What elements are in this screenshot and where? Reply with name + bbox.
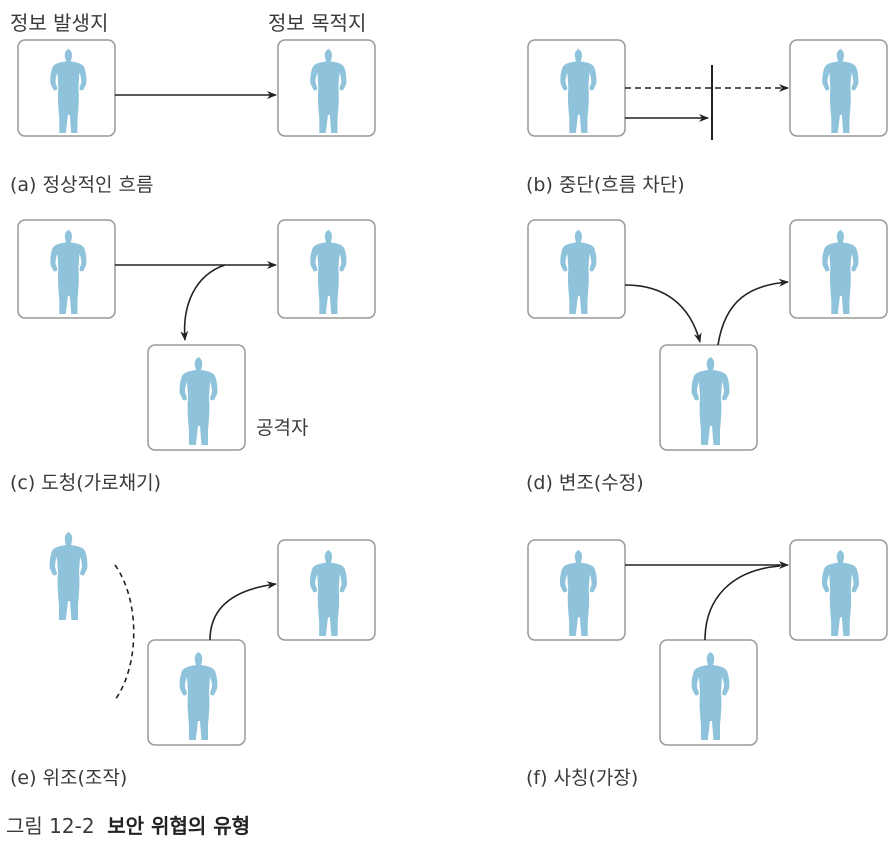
panel-f-label: (f) 사칭(가장): [526, 767, 639, 789]
panel-b-label: (b) 중단(흐름 차단): [526, 174, 685, 196]
person-icons: [49, 48, 859, 740]
attacker-label: 공격자: [256, 417, 309, 439]
figure-caption: 그림 12-2 보안 위협의 유형: [6, 810, 250, 839]
source-label: 정보 발생지: [10, 11, 109, 35]
panel-d-label: (d) 변조(수정): [526, 472, 644, 494]
panel-e-label: (e) 위조(조작): [10, 767, 128, 789]
panel-a-label: (a) 정상적인 흐름: [10, 174, 154, 196]
boxes: [17, 39, 888, 746]
panel-c-label: (c) 도청(가로채기): [10, 472, 162, 494]
caption-number: 그림 12-2: [6, 814, 95, 838]
destination-label: 정보 목적지: [268, 11, 367, 35]
caption-title: 보안 위협의 유형: [107, 814, 251, 838]
arrows: [114, 65, 789, 701]
